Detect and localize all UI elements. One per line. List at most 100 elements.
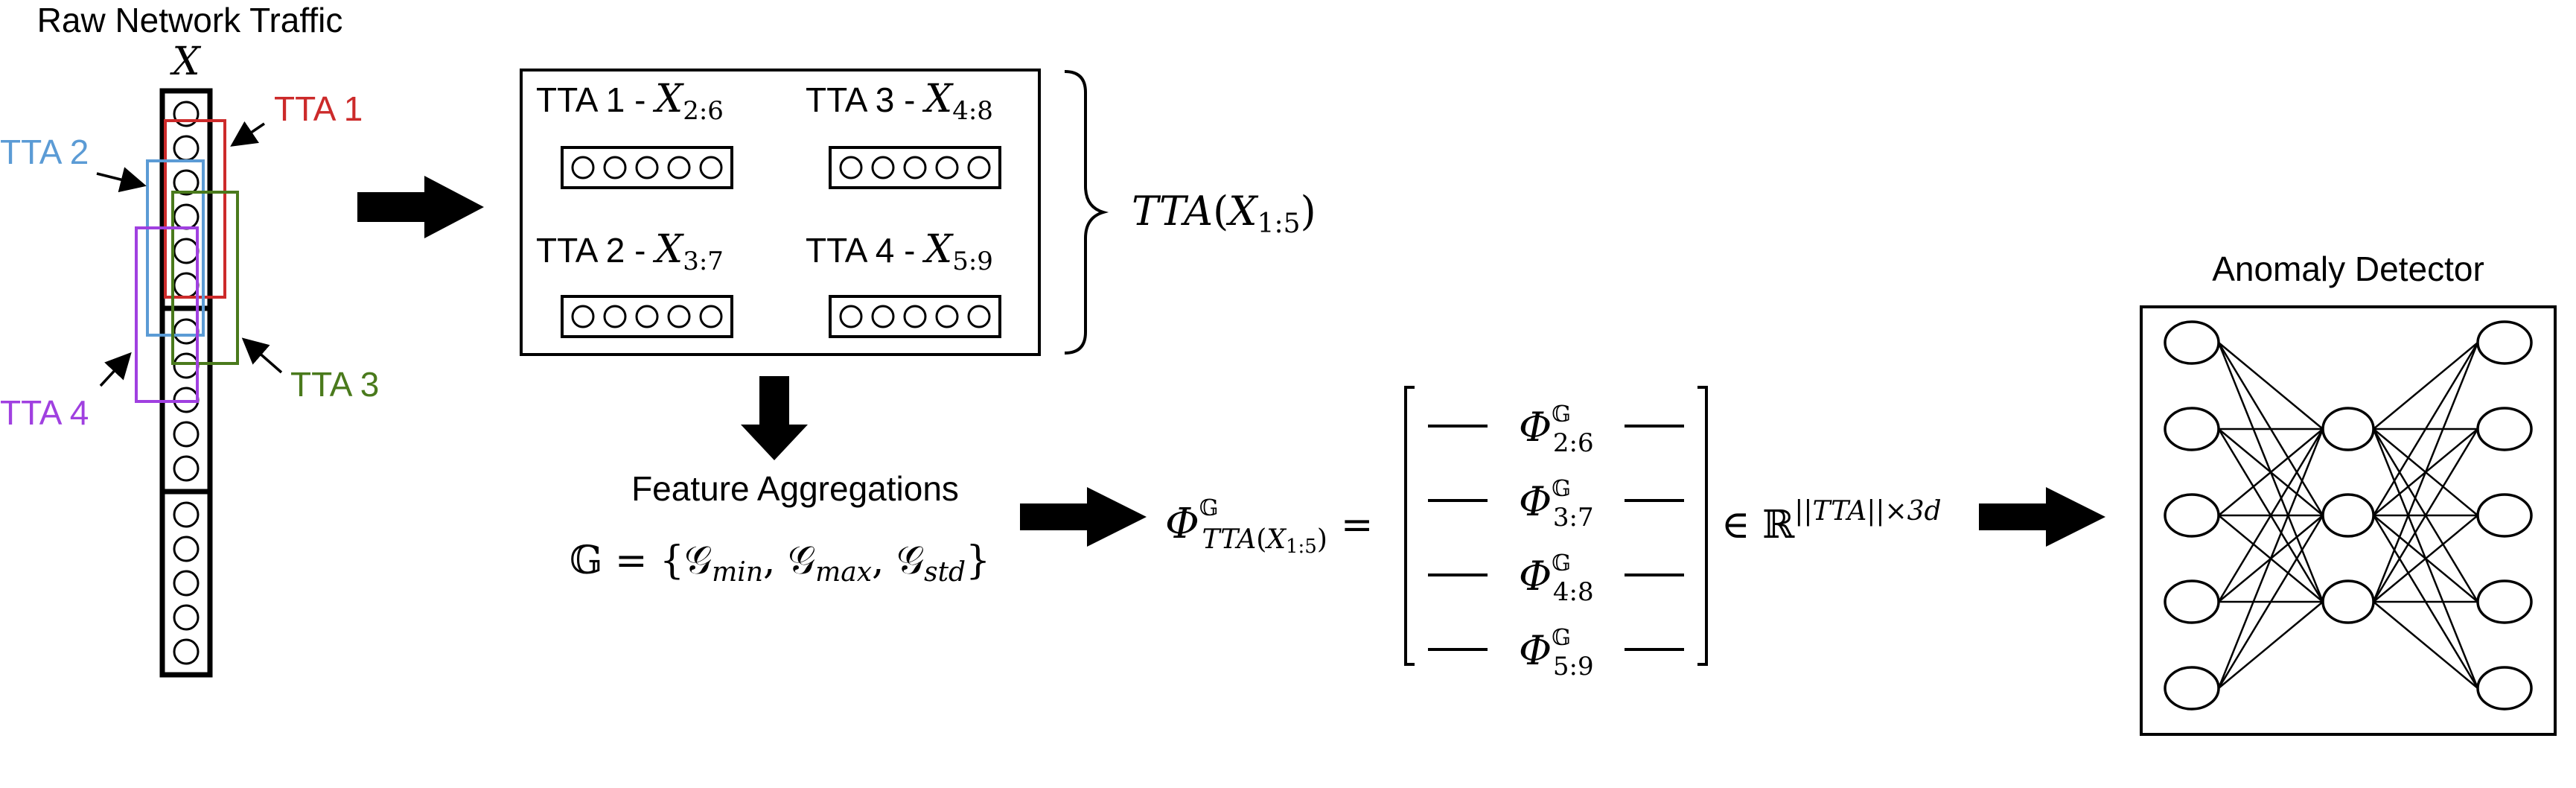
tta-4-label: TTA 4 [0, 393, 89, 432]
tta-vector-2-element [935, 156, 959, 179]
tta-brace-close-paren: ) [1301, 188, 1316, 235]
aggregation-g-min: 𝒢 [684, 538, 712, 583]
traffic-packet-16 [173, 638, 200, 665]
tta-2-window [146, 159, 205, 337]
traffic-packet-13 [173, 536, 200, 562]
traffic-packet-11 [173, 455, 200, 482]
svg-text:TTA 1 - X2:6: TTA 1 - X2:6 [536, 77, 724, 126]
matrix-row-sup: 𝔾 [1552, 401, 1571, 428]
tta-1-window [164, 119, 226, 299]
tta-vector-3-element [635, 305, 659, 328]
network-node-layer-3 [2476, 579, 2533, 624]
tta-item-3-var: X [922, 77, 954, 121]
network-edge [2373, 515, 2478, 603]
matrix-row-sub: 2:6 [1553, 428, 1594, 458]
matrix-row-sub: 3:7 [1553, 503, 1594, 533]
network-node-layer-3 [2476, 493, 2533, 538]
network-node-layer-3 [2476, 407, 2533, 451]
matrix-lhs-open-paren: ( [1256, 524, 1266, 555]
network-edge [2372, 342, 2479, 516]
matrix-row-sup: 𝔾 [1552, 476, 1571, 502]
matrix-lhs-sub-fn: TTA [1202, 524, 1257, 555]
matrix-lhs-close-paren: ) [1317, 524, 1327, 555]
tta-vector-2-element [967, 156, 991, 179]
tta-brace-sub: 1:5 [1257, 209, 1301, 239]
matrix-lhs-sub-var: X [1264, 524, 1287, 555]
network-edge [2218, 342, 2324, 430]
tta-item-3: TTA 3 - X4:8 [806, 77, 993, 126]
tta-brace [1064, 70, 1109, 355]
traffic-packet-3 [173, 169, 200, 196]
tta-vector-3-element [699, 305, 723, 328]
aggregation-close: } [966, 538, 990, 583]
tta-3-window [171, 191, 239, 365]
tta-vector-3 [561, 295, 733, 338]
traffic-packet-15 [173, 604, 200, 631]
tta-1-label: TTA 1 [274, 89, 363, 128]
traffic-packet-8 [173, 352, 200, 379]
arrow-aggregation-to-matrix [1020, 487, 1147, 547]
aggregation-eq: = { [602, 538, 684, 583]
tta-vector-2 [829, 146, 1001, 189]
tta-brace-fn: TTA [1132, 188, 1213, 235]
network-edge [2217, 428, 2324, 689]
network-edge [2217, 428, 2324, 603]
tta-vector-1-element [667, 156, 691, 179]
arrow-tta-to-aggregation [741, 376, 808, 460]
aggregation-comma-1: , [763, 538, 788, 583]
detector-title: Anomaly Detector [2212, 250, 2484, 288]
matrix-row-sub: 5:9 [1553, 652, 1594, 681]
tta-vector-2-element [839, 156, 863, 179]
tta-vector-2-element [871, 156, 895, 179]
tta-item-2: TTA 2 - X3:7 [536, 227, 724, 276]
aggregation-min: min [712, 557, 763, 588]
tta-4-window [135, 226, 199, 403]
tta-1-pointer-arrow [230, 121, 265, 147]
tta-vector-4-element [935, 305, 959, 328]
tta-3-pointer-arrow [241, 337, 283, 374]
tta-item-3-label: TTA 3 - [806, 80, 925, 119]
network-node-layer-2 [2321, 579, 2375, 624]
aggregation-formula: 𝔾 = {𝒢min, 𝒢max, 𝒢std} [570, 538, 990, 588]
network-node-layer-1 [2164, 407, 2220, 451]
network-node-layer-3 [2476, 666, 2533, 711]
tta-item-2-sub: 3:7 [683, 247, 724, 276]
tta-vector-1-element [635, 156, 659, 179]
matrix-row-sup: 𝔾 [1552, 625, 1571, 651]
tta-vector-1-element [571, 156, 595, 179]
neural-network [2164, 320, 2533, 711]
matrix-lhs-sup: 𝔾 [1199, 495, 1219, 521]
matrix-dim: ||TTA||×3d [1794, 496, 1941, 527]
traffic-packet-6 [173, 272, 200, 299]
aggregation-g-max: 𝒢 [788, 538, 815, 583]
network-node-layer-1 [2164, 579, 2220, 624]
tta-item-4: TTA 4 - X5:9 [806, 227, 993, 276]
network-edge [2217, 515, 2324, 689]
network-node-layer-1 [2164, 320, 2220, 365]
network-edge [2372, 428, 2479, 603]
tta-item-1-label: TTA 1 - [536, 80, 655, 119]
tta-vector-3-element [603, 305, 627, 328]
traffic-packet-1 [173, 101, 200, 127]
network-node-layer-1 [2164, 666, 2220, 711]
arrow-raw-to-tta [357, 176, 484, 238]
tta-item-1: TTA 1 - X2:6 [536, 77, 724, 126]
tta-2-pointer-arrow [96, 167, 147, 193]
aggregation-std: std [924, 557, 966, 588]
aggregation-set-symbol: 𝔾 [570, 538, 602, 583]
tta-vector-1-element [699, 156, 723, 179]
matrix-right-bracket [1697, 386, 1708, 666]
tta-brace-label: TTA(X1:5) [1132, 188, 1316, 239]
tta-vector-3-element [667, 305, 691, 328]
tta-box [520, 69, 1041, 356]
arrow-matrix-to-detector [1979, 487, 2105, 547]
network-node-layer-2 [2321, 407, 2375, 451]
tta-3-label: TTA 3 [290, 365, 379, 404]
matrix-in-symbol: ∈ ℝ [1721, 503, 1795, 547]
tta-item-2-var: X [652, 227, 684, 272]
network-edge [2218, 601, 2324, 689]
